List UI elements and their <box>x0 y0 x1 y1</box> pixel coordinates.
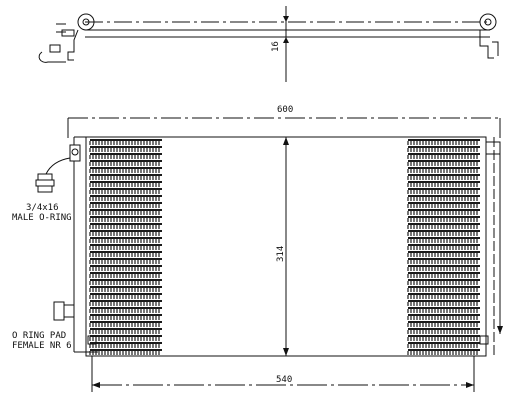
fin-tube <box>90 167 162 169</box>
fin-tube <box>408 258 480 260</box>
fin-tube <box>90 258 162 260</box>
fin-tube <box>408 335 480 337</box>
fin-tube <box>408 251 480 253</box>
fin-tube <box>408 279 480 281</box>
fin-tube <box>90 251 162 253</box>
fin-tube <box>90 272 162 274</box>
fin-tube <box>408 216 480 218</box>
top-view <box>38 6 499 82</box>
fin-tube <box>408 230 480 232</box>
fin-tube <box>90 202 162 204</box>
outlet-label-line1: O RING PAD <box>12 331 67 341</box>
fin-tube <box>408 300 480 302</box>
inlet-label-line2: MALE O-RING <box>12 213 72 223</box>
fin-tube <box>90 174 162 176</box>
inlet-label-line1: 3/4x16 <box>26 203 59 213</box>
fin-tube <box>90 321 162 323</box>
fin-tube <box>90 209 162 211</box>
fin-tube <box>90 314 162 316</box>
fin-tube <box>408 174 480 176</box>
fin-tube <box>408 307 480 309</box>
fin-tube <box>408 314 480 316</box>
fin-tube <box>90 349 162 351</box>
fin-tube <box>90 195 162 197</box>
fin-tube <box>408 146 480 148</box>
fin-tube <box>90 328 162 330</box>
fin-tube <box>408 153 480 155</box>
fin-tube <box>408 349 480 351</box>
fin-tube <box>408 160 480 162</box>
depth-dimension <box>283 6 289 82</box>
fin-tube <box>90 293 162 295</box>
fin-tube <box>90 160 162 162</box>
fin-tube <box>408 167 480 169</box>
fin-tube <box>90 230 162 232</box>
tab-upper-right <box>485 141 501 155</box>
fin-tube <box>408 265 480 267</box>
tab-lower-right <box>479 335 489 345</box>
fin-tube <box>90 216 162 218</box>
fin-tube <box>408 286 480 288</box>
fin-tube <box>408 188 480 190</box>
fin-tube <box>408 293 480 295</box>
fin-tube <box>90 335 162 337</box>
top-left-bracket <box>38 13 95 63</box>
height-label: 314 <box>276 245 286 262</box>
depth-label: 16 <box>271 41 281 52</box>
top-right-bracket <box>479 13 499 59</box>
fin-tube <box>408 272 480 274</box>
fin-tube <box>408 342 480 344</box>
fin-tube <box>90 300 162 302</box>
fin-tube <box>90 279 162 281</box>
fins-left-block <box>89 139 162 355</box>
fin-tube <box>408 202 480 204</box>
fin-tube <box>90 153 162 155</box>
fins-right-block <box>407 139 480 355</box>
fin-tube <box>90 146 162 148</box>
core-width-dimension <box>91 356 475 392</box>
fin-tube <box>90 342 162 344</box>
height-dimension <box>283 137 289 356</box>
fin-tube <box>408 321 480 323</box>
fin-tube <box>408 181 480 183</box>
fin-tube <box>408 237 480 239</box>
fin-tube <box>90 223 162 225</box>
fin-tube <box>90 244 162 246</box>
fin-tube <box>90 188 162 190</box>
fin-tube <box>90 237 162 239</box>
fin-tube <box>90 139 162 141</box>
fin-tube <box>90 307 162 309</box>
fin-tube <box>408 328 480 330</box>
core-width-label: 540 <box>276 375 293 385</box>
tab-lower-left <box>87 335 97 345</box>
fin-tube <box>90 181 162 183</box>
inlet-fitting <box>35 144 81 193</box>
fin-tube <box>90 286 162 288</box>
fin-tube <box>408 195 480 197</box>
outlet-fitting <box>53 301 74 321</box>
fin-tube <box>408 139 480 141</box>
outlet-label-line2: FEMALE NR 6 <box>12 341 72 351</box>
width-label: 600 <box>277 105 294 115</box>
width-dimension <box>67 117 501 138</box>
fin-tube <box>408 209 480 211</box>
fin-tube <box>408 223 480 225</box>
fin-tube <box>408 244 480 246</box>
fin-tube <box>90 265 162 267</box>
front-view <box>35 117 503 392</box>
